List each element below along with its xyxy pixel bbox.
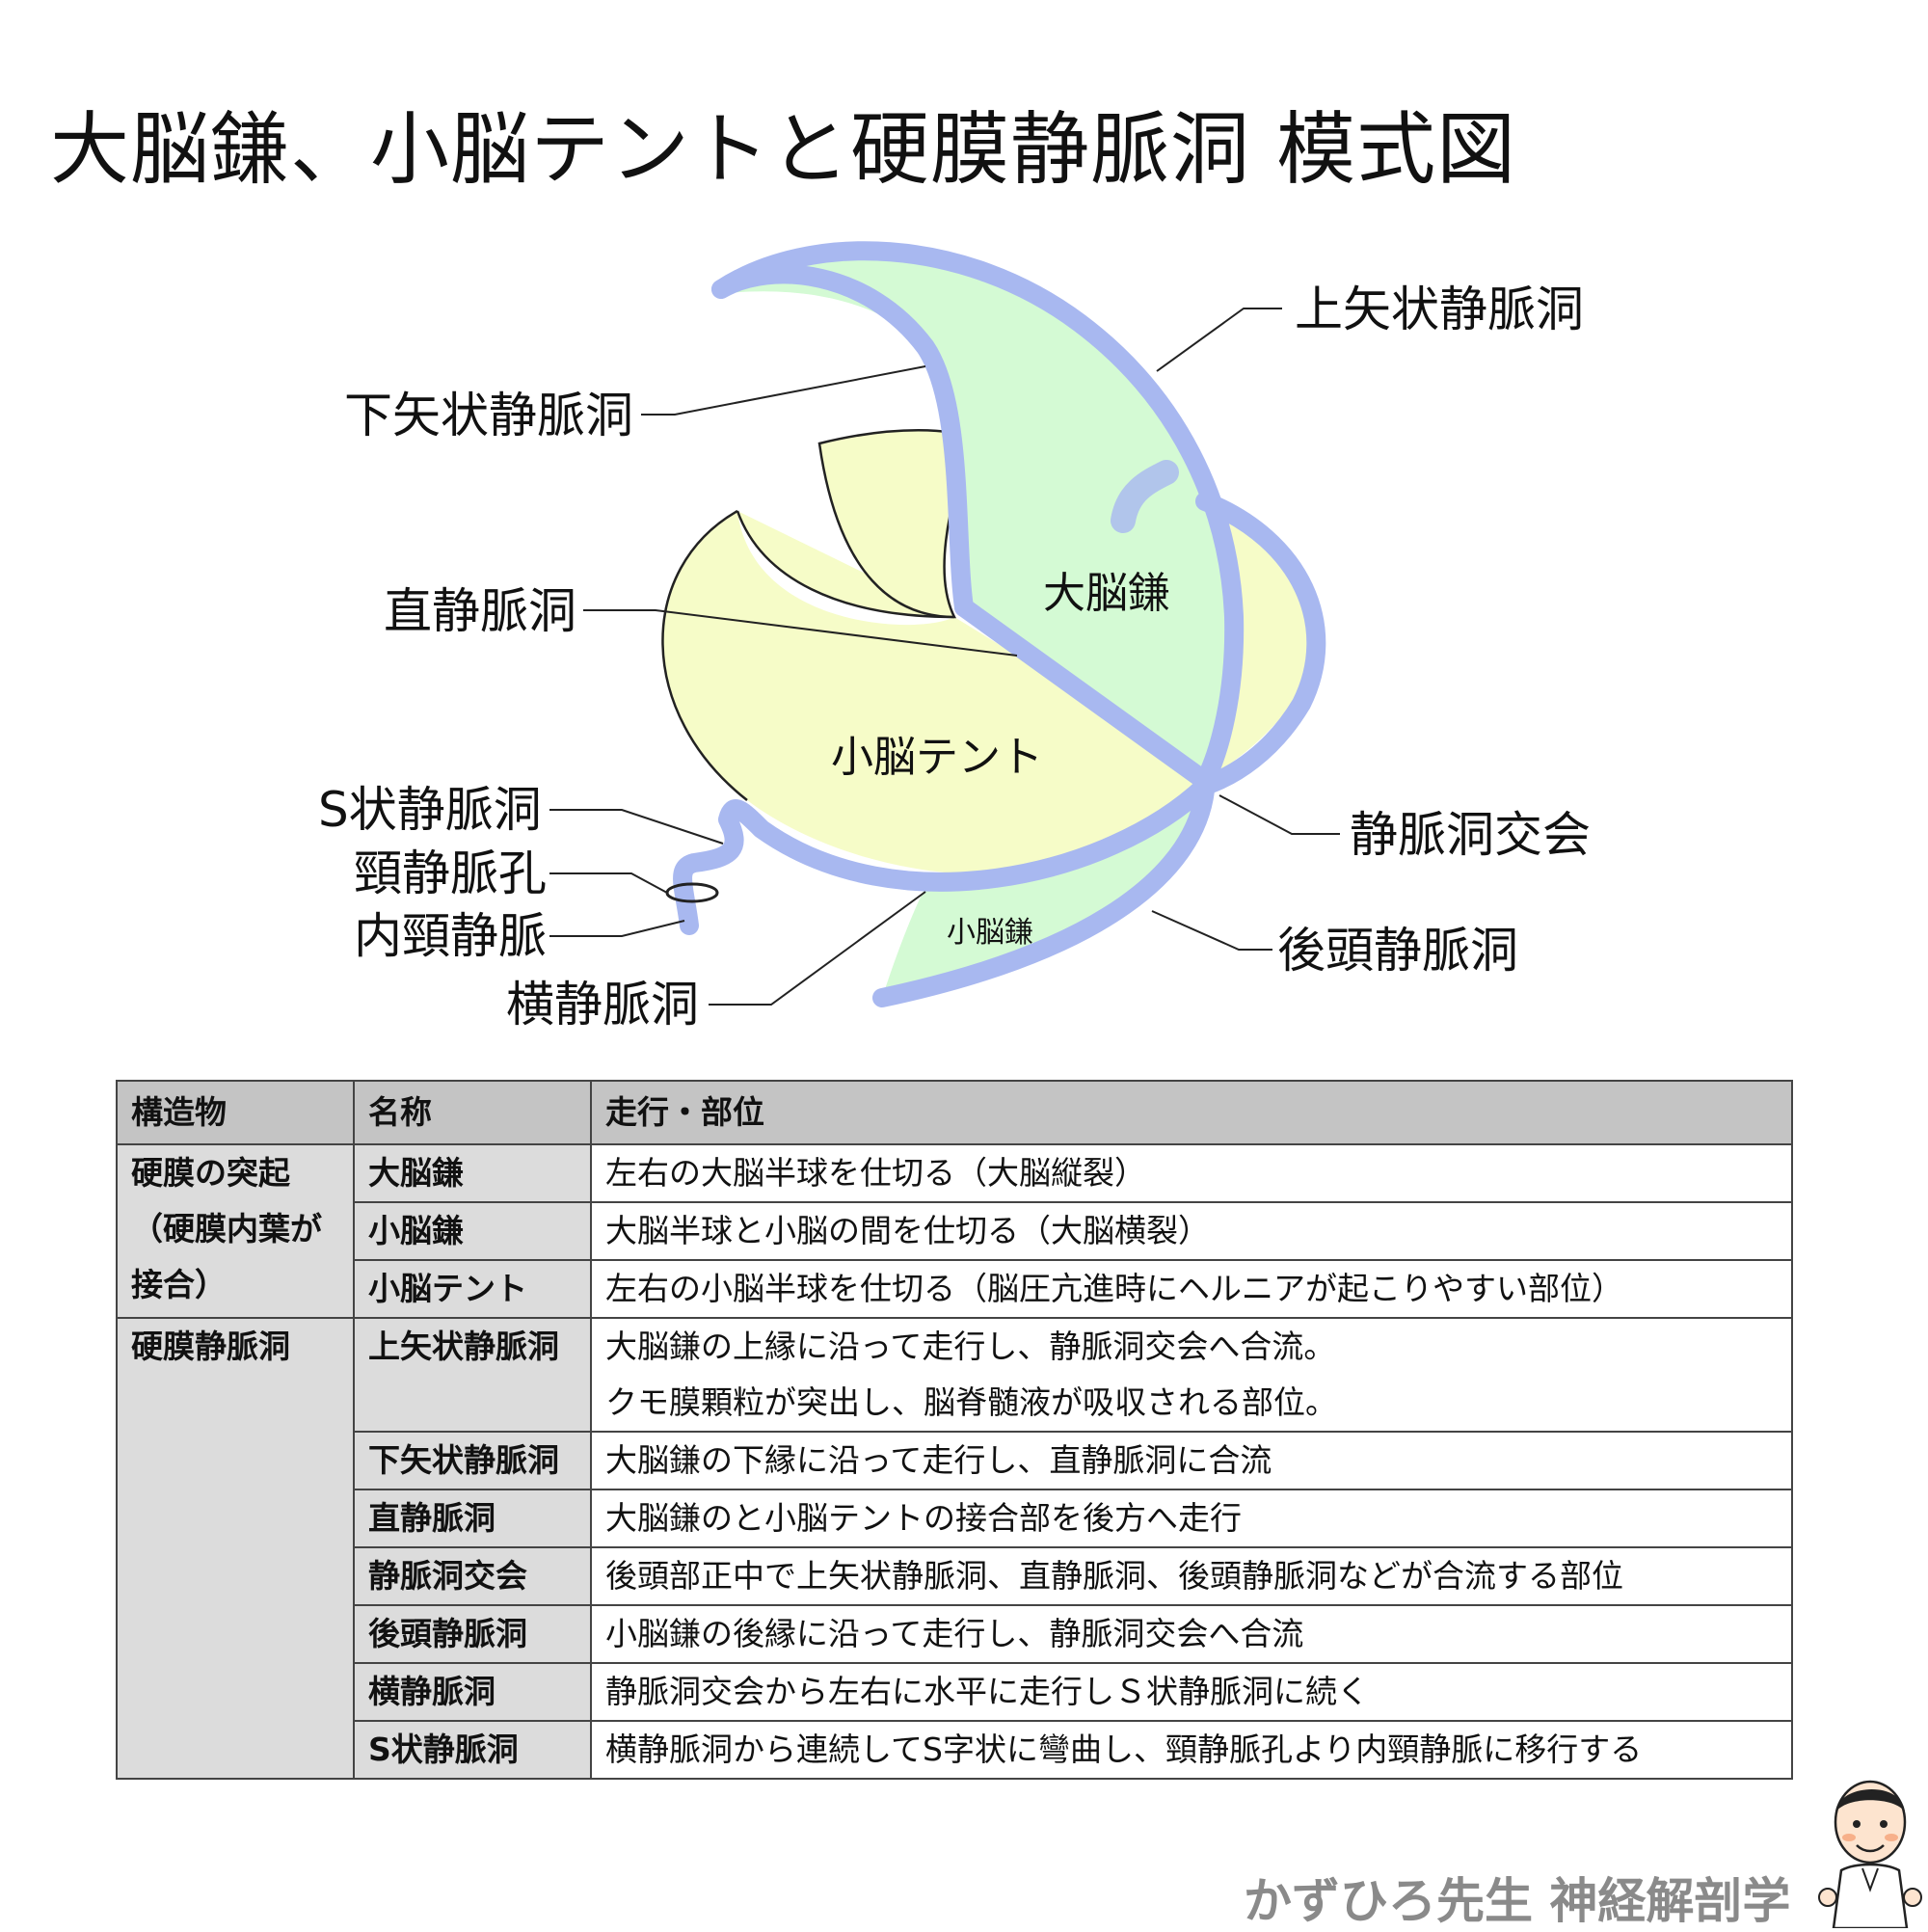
row-name: 直静脈洞: [353, 1489, 592, 1548]
row-name: 大脳鎌: [353, 1143, 592, 1203]
row-desc: 大脳鎌の上縁に沿って走行し、静脈洞交会へ合流。 クモ膜顆粒が突出し、脳脊髄液が吸…: [590, 1317, 1793, 1433]
row-desc: 後頭部正中で上矢状静脈洞、直静脈洞、後頭静脈洞などが合流する部位: [590, 1546, 1793, 1606]
leader-transverse: [709, 891, 926, 1006]
category-line: 接合）: [131, 1266, 227, 1303]
tentorium-shape: [662, 501, 1297, 875]
leader-inferior-sagittal: [641, 365, 926, 416]
row-desc: 大脳鎌のと小脳テントの接合部を後方へ走行: [590, 1489, 1793, 1548]
row-name: 小脳鎌: [353, 1201, 592, 1261]
row-desc: 静脈洞交会から左右に水平に走行しＳ状静脈洞に続く: [590, 1662, 1793, 1722]
label-confluence: 静脈洞交会: [1350, 807, 1591, 863]
header-structure: 構造物: [116, 1080, 355, 1145]
footer-credit: かずひろ先生 神経解剖学: [1244, 1873, 1791, 1929]
tentorium-outline: [661, 509, 748, 801]
leader-confluence: [1218, 794, 1340, 835]
row-name: S状静脈洞: [353, 1720, 592, 1780]
table-row: 横静脈洞 静脈洞交会から左右に水平に走行しＳ状静脈洞に続く: [117, 1662, 1793, 1722]
table-row: 小脳テント 左右の小脳半球を仕切る（脳圧亢進時にヘルニアが起こりやすい部位）: [117, 1259, 1793, 1319]
label-straight: 直静脈洞: [384, 583, 576, 639]
table-row: 下矢状静脈洞 大脳鎌の下縁に沿って走行し、直静脈洞に合流: [117, 1431, 1793, 1490]
label-tentorium: 小脳テント: [831, 733, 1043, 782]
row-desc: 大脳鎌の下縁に沿って走行し、直静脈洞に合流: [590, 1431, 1793, 1490]
leader-occipital: [1151, 910, 1272, 951]
row-desc: 横静脈洞から連続してS字状に彎曲し、頸静脈孔より内頸静脈に移行する: [590, 1720, 1793, 1780]
straight-sinus: [954, 598, 1215, 791]
leader-superior-sagittal: [1156, 308, 1282, 372]
table-row: 静脈洞交会 後頭部正中で上矢状静脈洞、直静脈洞、後頭静脈洞などが合流する部位: [117, 1546, 1793, 1606]
label-falx-cerebri: 大脳鎌: [1043, 569, 1170, 618]
label-inferior-sagittal: 下矢状静脈洞: [344, 388, 633, 443]
category-line: （硬膜内葉が: [131, 1210, 322, 1248]
row-desc: 小脳鎌の後縁に沿って走行し、静脈洞交会へ合流: [590, 1604, 1793, 1664]
label-superior-sagittal: 上矢状静脈洞: [1295, 282, 1584, 337]
label-internal-jugular: 内頸静脈: [354, 908, 547, 964]
header-name: 名称: [353, 1080, 592, 1145]
transverse-sinus-right: [1195, 492, 1326, 795]
category-dural-sinus: 硬膜静脈洞: [116, 1317, 355, 1780]
label-sigmoid: S状静脈洞: [318, 782, 542, 838]
row-name: 静脈洞交会: [353, 1546, 592, 1606]
occipital-sinus: [872, 781, 1215, 1007]
row-name: 横静脈洞: [353, 1662, 592, 1722]
row-name: 下矢状静脈洞: [353, 1431, 592, 1490]
table-row: 小脳鎌 大脳半球と小脳の間を仕切る（大脳横裂）: [117, 1201, 1793, 1261]
leader-jugular-foramen: [549, 872, 668, 894]
category-dural-process: 硬膜の突起 （硬膜内葉が 接合）: [116, 1143, 355, 1319]
leader-internal-jugular: [549, 920, 685, 937]
dural-sinus-diagram: 上矢状静脈洞 下矢状静脈洞 直静脈洞 S状静脈洞 頸静脈孔 内頸静脈 横静脈洞 …: [318, 241, 1591, 1033]
leader-straight: [583, 609, 1018, 657]
row-desc: 左右の小脳半球を仕切る（脳圧亢進時にヘルニアが起こりやすい部位）: [590, 1259, 1793, 1319]
falx-cerebri-shape: [718, 254, 1235, 781]
header-course: 走行・部位: [590, 1080, 1793, 1145]
page-title: 大脳鎌、小脳テントと硬膜静脈洞 模式図: [50, 104, 1517, 196]
category-line: 硬膜の突起: [131, 1154, 290, 1192]
row-desc-line: 大脳鎌の上縁に沿って走行し、静脈洞交会へ合流。: [605, 1328, 1336, 1365]
table-row: 後頭静脈洞 小脳鎌の後縁に沿って走行し、静脈洞交会へ合流: [117, 1604, 1793, 1664]
table-row: 硬膜静脈洞 上矢状静脈洞 大脳鎌の上縁に沿って走行し、静脈洞交会へ合流。 クモ膜…: [116, 1317, 1793, 1780]
row-desc: 大脳半球と小脳の間を仕切る（大脳横裂）: [590, 1201, 1793, 1261]
label-falx-cerebelli: 小脳鎌: [947, 916, 1033, 950]
info-table: 構造物 名称 走行・部位 硬膜の突起 （硬膜内葉が 接合） 大脳鎌 左右の大脳半…: [116, 1080, 1793, 1780]
label-jugular-foramen: 頸静脈孔: [354, 845, 547, 901]
label-occipital: 後頭静脈洞: [1277, 923, 1518, 979]
table-row: 直静脈洞 大脳鎌のと小脳テントの接合部を後方へ走行: [117, 1489, 1793, 1548]
tentorium-upper-lip: [817, 429, 976, 619]
leader-sigmoid: [549, 809, 724, 845]
row-desc-line: クモ膜顆粒が突出し、脳脊髄液が吸収される部位。: [605, 1383, 1337, 1421]
category-line: 硬膜静脈洞: [131, 1328, 290, 1365]
mascot-avatar-icon: [1818, 1780, 1922, 1928]
row-name: 小脳テント: [353, 1259, 592, 1319]
table-header-row: 構造物 名称 走行・部位: [116, 1080, 1793, 1145]
label-transverse: 横静脈洞: [506, 977, 699, 1033]
row-name: 上矢状静脈洞: [353, 1317, 592, 1433]
inferior-sagittal-sinus: [711, 264, 974, 617]
arachnoid-granulation: [1111, 460, 1179, 533]
table-row: S状静脈洞 横静脈洞から連続してS字状に彎曲し、頸静脈孔より内頸静脈に移行する: [117, 1720, 1793, 1780]
row-name: 後頭静脈洞: [353, 1604, 592, 1664]
row-desc: 左右の大脳半球を仕切る（大脳縦裂）: [590, 1143, 1793, 1203]
table-row: 硬膜の突起 （硬膜内葉が 接合） 大脳鎌 左右の大脳半球を仕切る（大脳縦裂）: [116, 1143, 1793, 1319]
superior-sagittal-sinus: [711, 241, 1245, 791]
transverse-sinus-left: [673, 776, 1215, 935]
